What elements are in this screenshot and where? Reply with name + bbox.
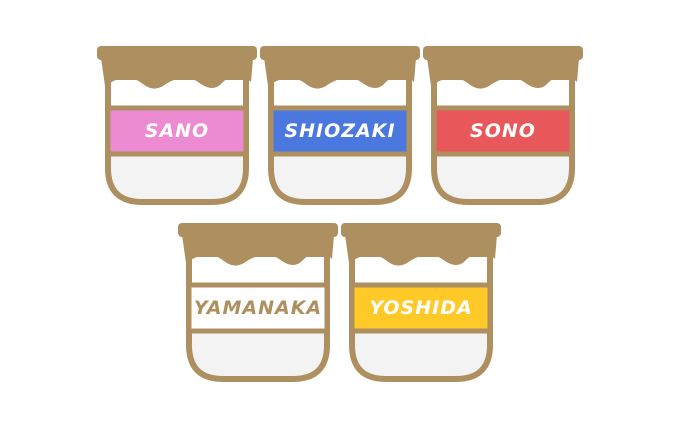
jar-label-background (431, 105, 575, 157)
jar-sano: SANO (97, 40, 257, 206)
jar-cloth-cover (345, 235, 497, 266)
jar-icon (423, 46, 583, 205)
jar-lid-rim (423, 46, 583, 60)
jar-label-sano: SANO (144, 120, 210, 142)
jar-label-background (105, 105, 249, 157)
jar-label-background (349, 282, 493, 334)
jar-lid-rim (97, 46, 257, 60)
jar-icon (178, 223, 338, 382)
jar-label-yamanaka: YAMANAKA (193, 297, 323, 319)
jar-cloth-cover (264, 58, 416, 89)
jar-icon (260, 46, 420, 205)
jar-cloth-cover (427, 58, 579, 89)
jar-label-background (268, 105, 412, 157)
jar-inner-band (274, 80, 406, 108)
jar-label-shiozaki: SHIOZAKI (284, 120, 396, 142)
jar-icon (97, 46, 257, 205)
jar-cloth-cover (182, 235, 334, 266)
jar-label-sono: SONO (470, 120, 536, 142)
jar-inner-band (192, 257, 324, 285)
jar-sono: SONO (423, 40, 583, 206)
jar-shiozaki: SHIOZAKI (260, 40, 420, 206)
jar-lid-rim (260, 46, 420, 60)
jar-inner-band (437, 80, 569, 108)
jar-label-yoshida: YOSHIDA (369, 297, 473, 319)
jar-icon (341, 223, 501, 382)
jar-lid-rim (341, 223, 501, 237)
jar-inner-band (355, 257, 487, 285)
jar-lid-rim (178, 223, 338, 237)
jar-cloth-cover (101, 58, 253, 89)
jar-inner-band (111, 80, 243, 108)
jar-label-background (186, 282, 330, 334)
jar-yoshida: YOSHIDA (341, 217, 501, 383)
jar-yamanaka: YAMANAKA (178, 217, 338, 383)
